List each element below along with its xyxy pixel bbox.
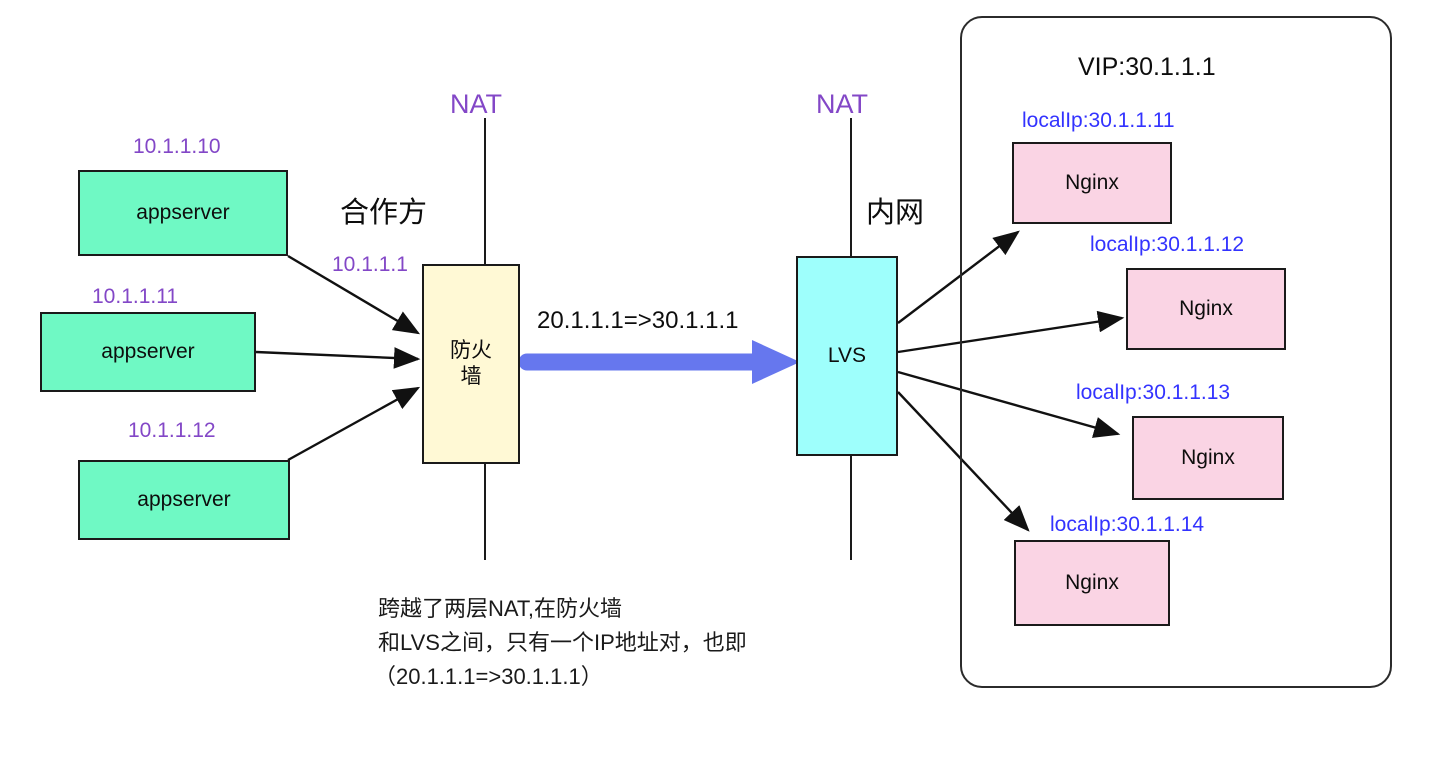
edge-lvs-nginx2 [897,310,1125,354]
appserver-node-1-label: appserver [136,200,230,224]
nginx-node-2-label: Nginx [1179,296,1233,320]
nat-label-right: NAT [816,89,868,119]
nginx-ip-label-3: localIp:30.1.1.13 [1076,381,1231,404]
vip-label: VIP:30.1.1.1 [1078,53,1216,81]
nginx-node-3-label: Nginx [1181,445,1235,469]
edge-appserver2-firewall [255,347,421,369]
nginx-node-1[interactable]: Nginx [1012,142,1172,224]
firewall-node[interactable]: 防火 墙 [422,264,520,464]
nginx-node-2[interactable]: Nginx [1126,268,1286,350]
appserver-ip-label-2: 10.1.1.11 [92,285,179,308]
intranet-zone-container [960,16,1392,688]
nginx-ip-label-4: localIp:30.1.1.14 [1050,513,1205,536]
nat-label-left: NAT [450,89,502,119]
firewall-label-line1: 防火 [450,338,492,362]
lvs-node-label: LVS [827,343,867,367]
appserver-ip-label-1: 10.1.1.10 [133,135,221,158]
edge-appserver3-firewall [287,386,421,462]
appserver-node-3[interactable]: appserver [78,460,290,540]
appserver-node-2-label: appserver [101,339,195,363]
caption-line-1: 跨越了两层NAT,在防火墙 [378,596,623,621]
appserver-node-1[interactable]: appserver [78,170,288,256]
zone-label-intranet: 内网 [866,197,925,229]
nginx-node-3[interactable]: Nginx [1132,416,1284,500]
appserver-node-3-label: appserver [137,487,231,511]
nginx-node-4-label: Nginx [1065,570,1119,594]
appserver-ip-label-3: 10.1.1.12 [128,419,216,442]
nat-translation-label: 20.1.1.1=>30.1.1.1 [537,307,739,334]
zone-label-partner: 合作方 [340,197,428,229]
nginx-ip-label-1: localIp:30.1.1.11 [1022,109,1175,132]
nat-flow-arrow [518,340,800,384]
appserver-node-2[interactable]: appserver [40,312,256,392]
edge-appserver1-firewall [287,254,421,335]
lvs-node[interactable]: LVS [796,256,898,456]
caption-line-2: 和LVS之间，只有一个IP地址对，也即 [378,630,747,655]
firewall-wan-ip-label: 10.1.1.1 [332,253,408,276]
edge-lvs-nginx1 [897,230,1020,324]
firewall-label-line2: 墙 [460,365,482,388]
nginx-ip-label-2: localIp:30.1.1.12 [1090,233,1245,256]
caption-line-3: （20.1.1.1=>30.1.1.1） [374,664,603,689]
nginx-node-1-label: Nginx [1065,170,1119,194]
edge-lvs-nginx4 [897,391,1030,532]
nginx-node-4[interactable]: Nginx [1014,540,1170,626]
edge-lvs-nginx3 [897,370,1121,438]
